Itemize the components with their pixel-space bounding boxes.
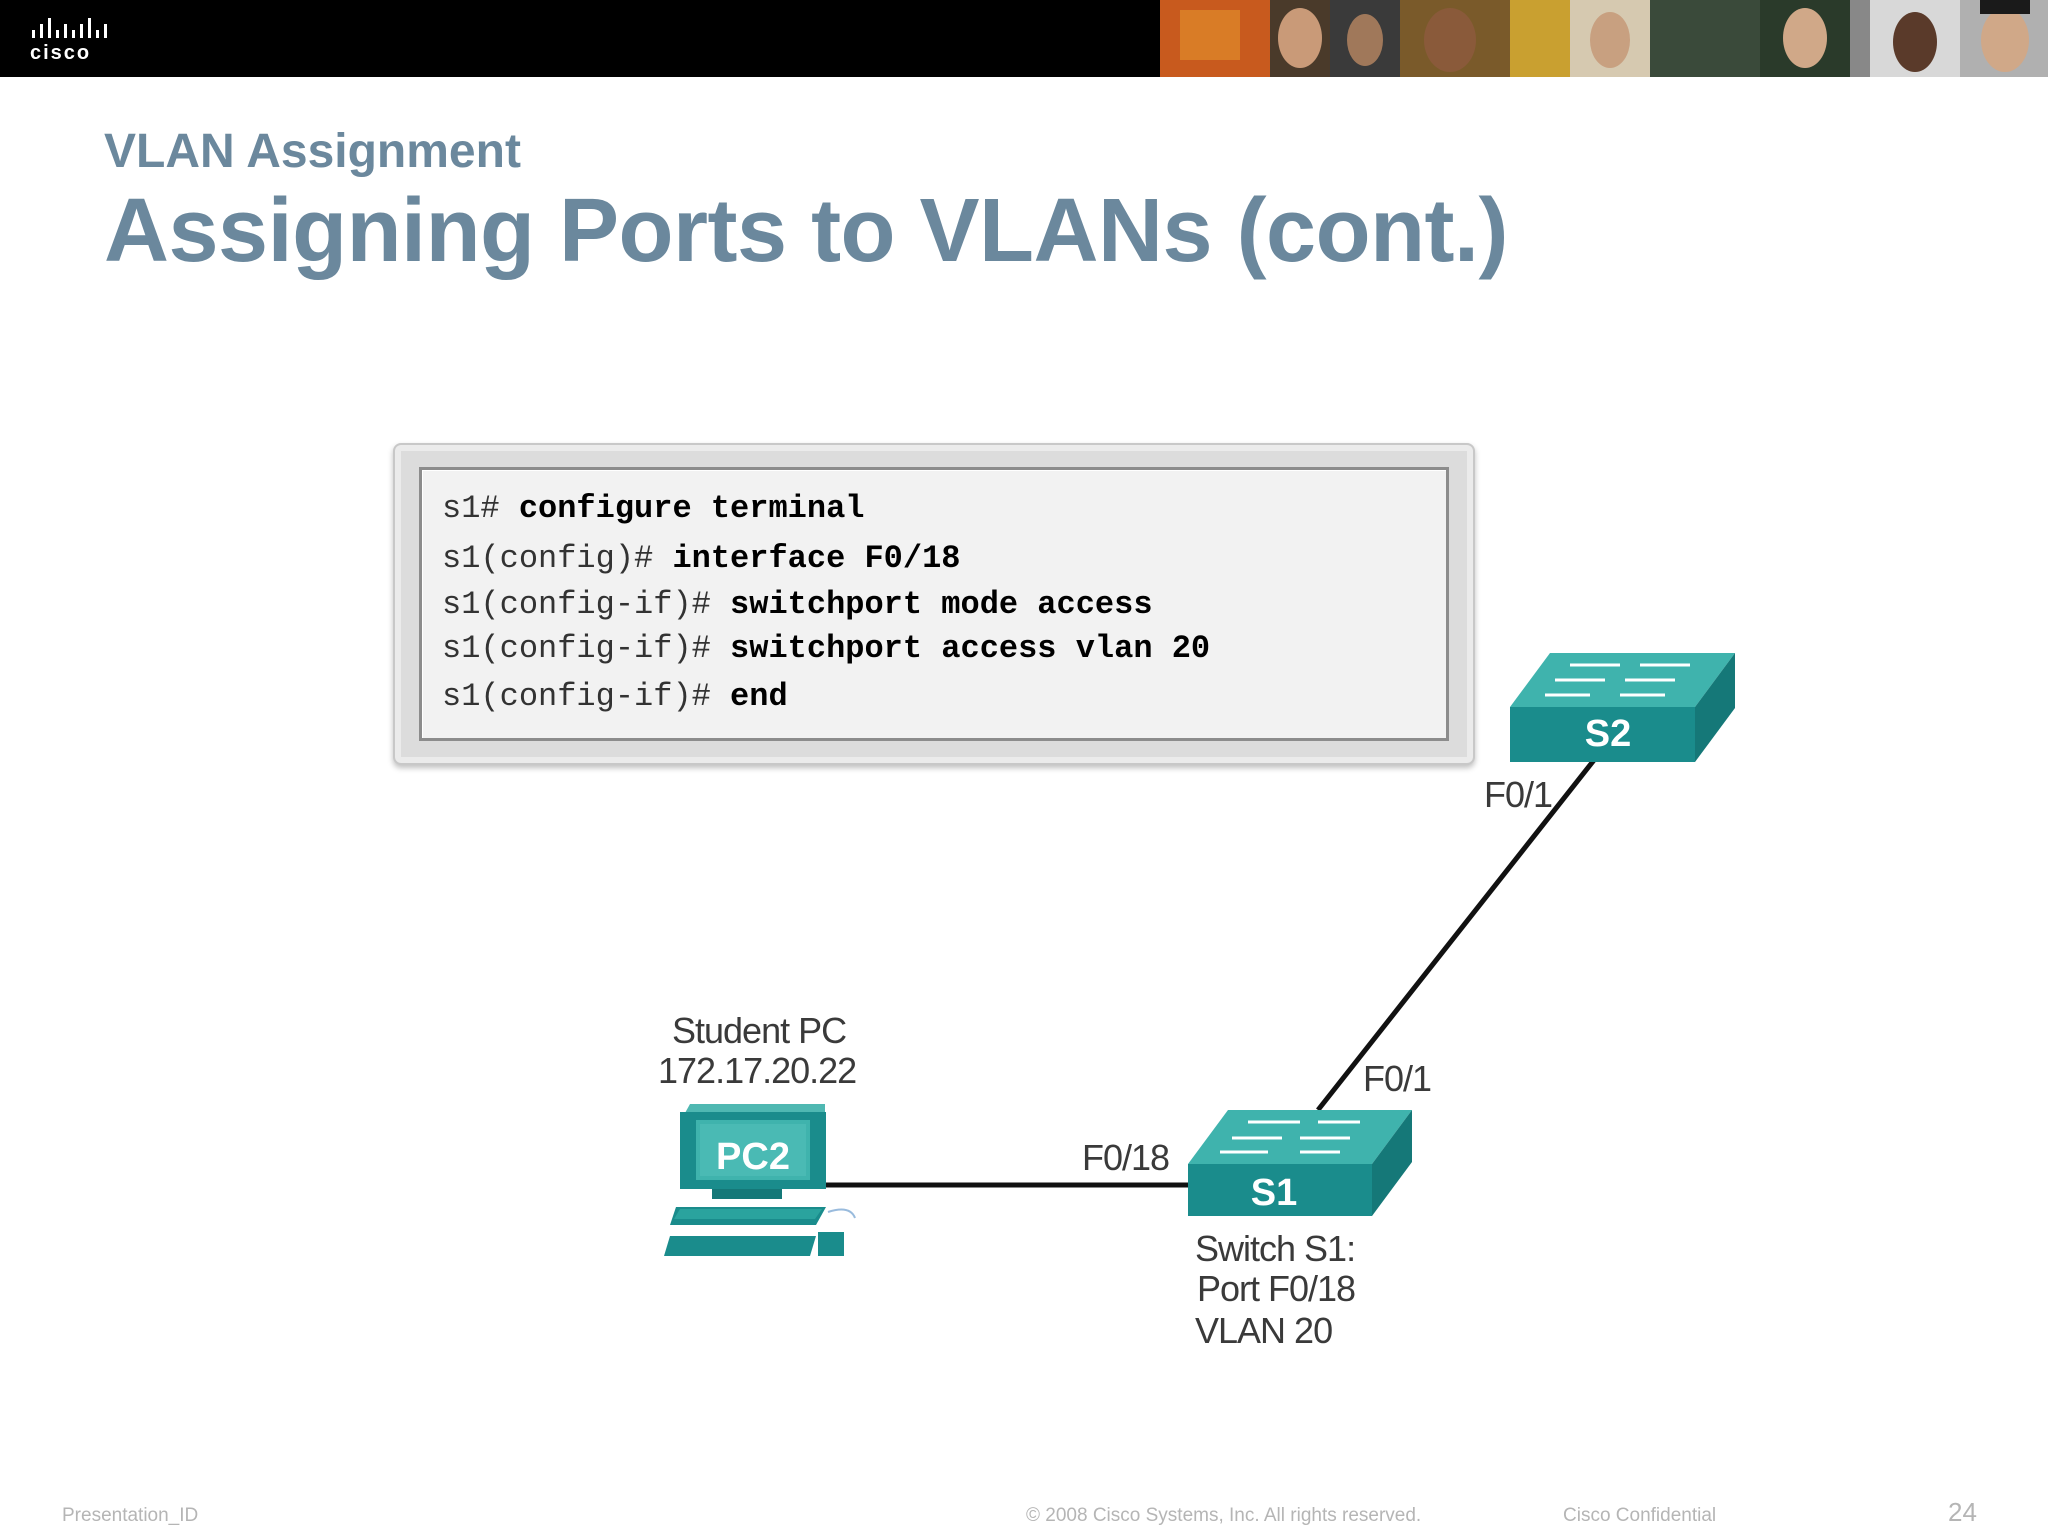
port-label-s2-f01: F0/1	[1484, 774, 1553, 815]
cli-prompt: s1#	[442, 490, 500, 527]
cli-prompt: s1(config-if)#	[442, 630, 711, 667]
cli-output: s1# configure terminal s1(config)# inter…	[419, 467, 1449, 741]
pc-icon[interactable]: PC2	[664, 1104, 856, 1256]
people-photo-strip-icon	[1160, 0, 2048, 77]
link-s1-s2	[1316, 753, 1600, 1112]
s1-label: S1	[1251, 1172, 1297, 1214]
pc2-label: PC2	[716, 1136, 790, 1178]
cli-line: s1(config-if)# switchport access vlan 20	[442, 630, 1210, 667]
logo-text: cisco	[30, 42, 92, 64]
s1-caption-line3: VLAN 20	[1195, 1310, 1333, 1351]
s1-caption-line1: Switch S1:	[1195, 1228, 1356, 1269]
cli-command: interface F0/18	[672, 540, 961, 577]
cli-line: s1(config)# interface F0/18	[442, 540, 960, 577]
port-label-s1-f018: F0/18	[1082, 1137, 1170, 1178]
slide-subtitle: VLAN Assignment	[104, 125, 521, 178]
cli-line: s1(config-if)# end	[442, 678, 788, 715]
cli-line: s1# configure terminal	[442, 490, 864, 527]
footer-presentation-id: Presentation_ID	[62, 1505, 199, 1526]
footer-confidential: Cisco Confidential	[1563, 1505, 1717, 1526]
slide-title: Assigning Ports to VLANs (cont.)	[104, 181, 1509, 281]
cli-command: configure terminal	[518, 490, 865, 527]
cli-command: switchport access vlan 20	[730, 630, 1211, 667]
cli-prompt: s1(config-if)#	[442, 678, 711, 715]
switch-s2-icon[interactable]: S2	[1510, 653, 1735, 762]
cli-prompt: s1(config)#	[442, 540, 654, 577]
s1-caption-line2: Port F0/18	[1197, 1268, 1356, 1309]
cli-panel: s1# configure terminal s1(config)# inter…	[393, 443, 1475, 765]
cli-prompt: s1(config-if)#	[442, 586, 711, 623]
header-bar: cisco	[0, 0, 2048, 77]
pc-ip-label: 172.17.20.22	[658, 1050, 857, 1091]
port-label-s1-f01: F0/1	[1363, 1058, 1432, 1099]
cisco-bars-icon	[32, 18, 107, 38]
switch-s1-icon[interactable]: S1	[1188, 1110, 1412, 1216]
cli-command: end	[730, 678, 788, 715]
page-number: 24	[1948, 1497, 1977, 1527]
s2-label: S2	[1585, 713, 1631, 755]
cli-line: s1(config-if)# switchport mode access	[442, 586, 1153, 623]
cli-command: switchport mode access	[730, 586, 1153, 623]
cisco-logo: cisco	[30, 16, 120, 64]
pc-name-label: Student PC	[672, 1010, 847, 1051]
footer-copyright: © 2008 Cisco Systems, Inc. All rights re…	[1026, 1505, 1422, 1526]
